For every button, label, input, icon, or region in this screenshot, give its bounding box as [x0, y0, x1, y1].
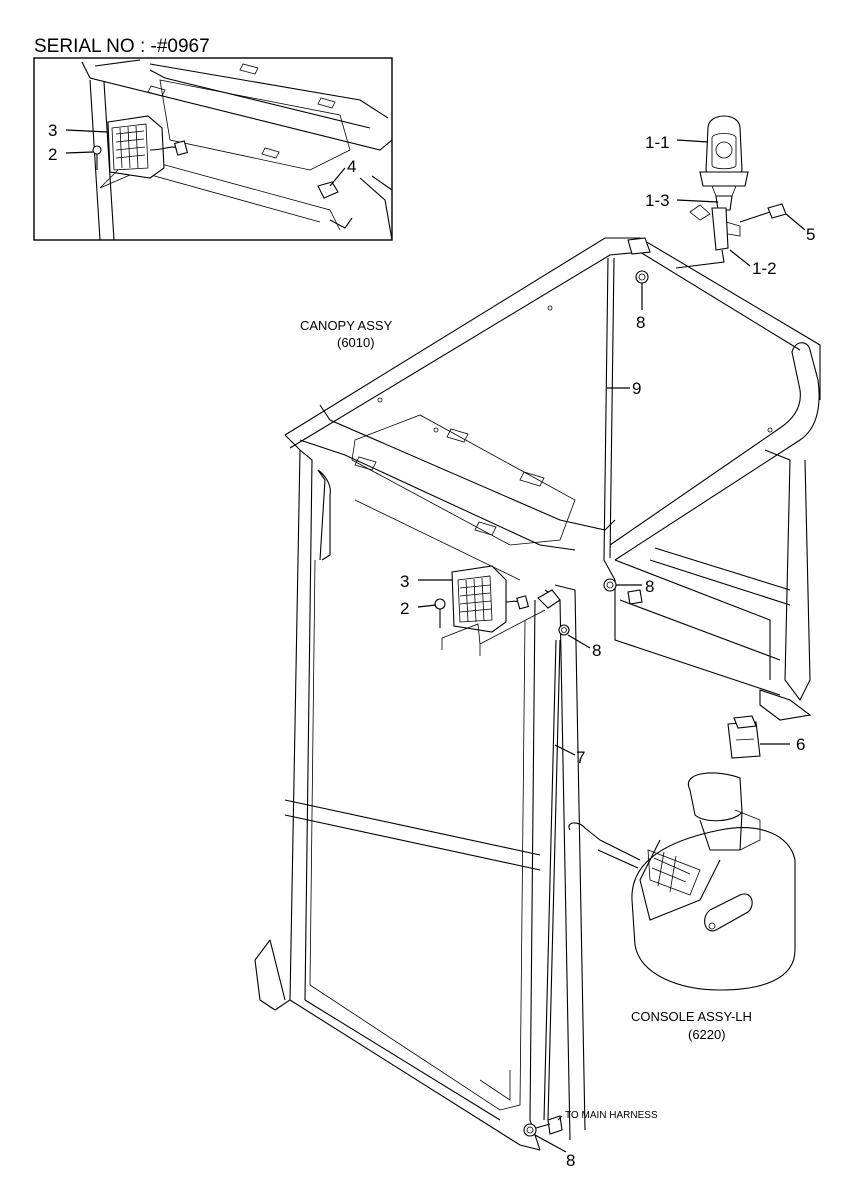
- harness-7-edge: [543, 639, 557, 1121]
- leader-grommet-bottom: [534, 1134, 567, 1153]
- inset-bolt: [92, 145, 102, 170]
- work-lamp: [441, 565, 561, 656]
- grommet-front: [558, 624, 570, 636]
- leader-grommet-front: [567, 634, 591, 649]
- leader-harness-7: [554, 744, 576, 756]
- label-beacon-lamp: 1-1: [645, 133, 670, 152]
- leader-beacon-lamp: [676, 139, 709, 143]
- label-harness-7: 7: [576, 748, 585, 767]
- label-beacon-adapter: 1-3: [645, 191, 670, 210]
- label-bolt-5: 5: [806, 225, 815, 244]
- harness-7: [547, 639, 561, 1121]
- bolt-5-part: [739, 203, 787, 223]
- inset-label-bolt: 2: [48, 145, 57, 164]
- grommet-bottom: [523, 1115, 563, 1137]
- beacon-bracket: [675, 207, 741, 269]
- inset-detail: 3 2 4: [33, 57, 393, 241]
- label-cable-9: 9: [632, 379, 641, 398]
- caption-canopy-line1: CANOPY ASSY: [300, 318, 393, 333]
- label-grommet-bottom: 8: [566, 1151, 575, 1170]
- inset-leader-bolt: [65, 151, 94, 154]
- label-grommet-front: 8: [592, 641, 601, 660]
- caption-canopy-line2: (6010): [337, 335, 375, 350]
- work-lamp-bolt: [434, 598, 446, 628]
- inset-leader-lamp: [65, 129, 109, 133]
- serial-number: SERIAL NO : -#0967: [34, 36, 210, 57]
- leader-main-harness: [557, 1115, 563, 1121]
- cable-9-edge: [609, 257, 615, 559]
- label-switch-6: 6: [796, 735, 805, 754]
- grommet-top: [635, 270, 649, 284]
- inset-leader-bracket: [329, 167, 346, 187]
- roof-clip: [627, 237, 651, 255]
- leader-work-bolt: [417, 604, 437, 608]
- leader-beacon-bracket: [729, 249, 751, 267]
- inset-work-lamp: [99, 115, 189, 189]
- switch-6: [727, 715, 761, 759]
- console-assy: [568, 772, 796, 991]
- label-work-bolt: 2: [400, 599, 409, 618]
- label-beacon-bracket: 1-2: [752, 259, 777, 278]
- canopy-frame: [254, 237, 821, 1151]
- inset-label-bracket: 4: [347, 157, 356, 176]
- label-work-lamp: 3: [400, 572, 409, 591]
- label-grommet-top: 8: [636, 313, 645, 332]
- grommet-mid: [603, 578, 643, 605]
- leader-beacon-adapter: [676, 199, 719, 203]
- caption-console-line1: CONSOLE ASSY-LH: [631, 1009, 752, 1024]
- cable-9: [603, 257, 616, 581]
- beacon-lamp: [699, 115, 749, 197]
- inset-label-lamp: 3: [48, 121, 57, 140]
- beacon-adapter: [689, 195, 733, 221]
- caption-to-main-harness: TO MAIN HARNESS: [565, 1110, 658, 1121]
- caption-console-line2: (6220): [688, 1027, 726, 1042]
- leader-bolt-5: [785, 213, 806, 231]
- label-grommet-mid: 8: [645, 577, 654, 596]
- inset-bracket: [317, 181, 339, 199]
